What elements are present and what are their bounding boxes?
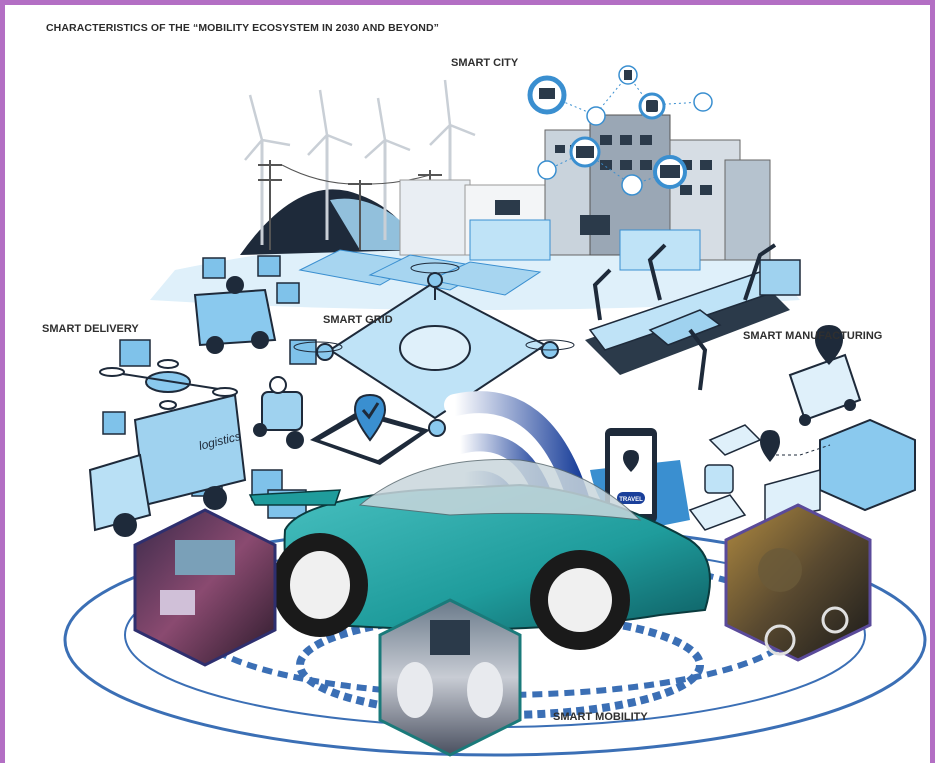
label-smart-city: SMART CITY xyxy=(451,57,519,69)
figure-title: CHARACTERISTICS OF THE “MOBILITY ECOSYST… xyxy=(46,22,439,34)
bell-icon xyxy=(621,174,643,196)
dashboard-hexagon xyxy=(724,503,872,662)
label-smart-manufacturing: SMART MANUFACTURING xyxy=(743,330,883,342)
city-buildings xyxy=(399,114,771,271)
smart-grid-drone xyxy=(293,262,575,437)
label-smart-delivery: SMART DELIVERY xyxy=(42,323,139,335)
smart-city-network xyxy=(527,65,713,196)
manufacturing-line xyxy=(585,243,801,391)
travel-button-text: TRAVEL xyxy=(619,497,643,503)
forklift xyxy=(193,276,277,354)
solar-panels xyxy=(298,249,542,296)
label-smart-mobility: SMART MOBILITY xyxy=(553,711,648,723)
delivery-robot xyxy=(253,376,304,449)
phone-icon xyxy=(693,92,713,112)
right-logistics xyxy=(688,325,916,531)
car-interior-hexagon xyxy=(378,598,522,757)
label-smart-grid: SMART GRID xyxy=(323,314,393,326)
logistics-truck: logistics xyxy=(88,393,247,537)
delivery-drone xyxy=(99,359,238,410)
mobile-icon xyxy=(537,160,557,180)
futuristic-car xyxy=(248,459,711,650)
location-pad xyxy=(310,393,430,465)
control-room-hexagon xyxy=(133,508,277,667)
car-icon xyxy=(586,106,606,126)
